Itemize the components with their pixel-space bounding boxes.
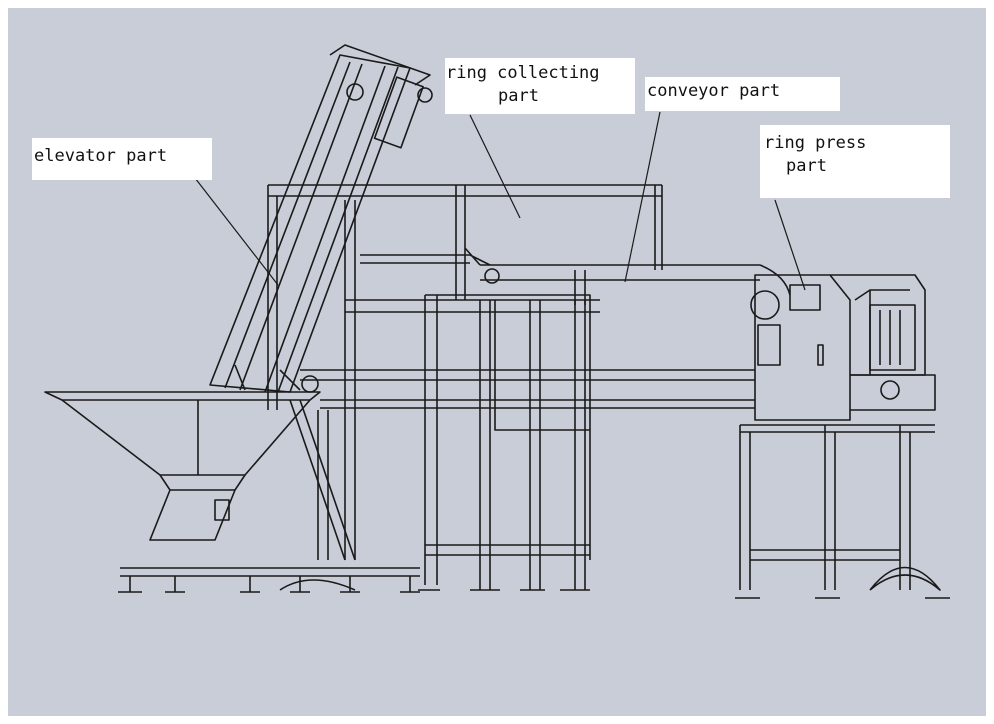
leader-ring-press [774,199,806,291]
leader-lines [194,111,806,291]
label-ring-press-line2: part [786,156,827,176]
conveyor [300,247,791,409]
label-ring-collecting-line2: part [498,86,539,106]
label-conveyor-part: conveyor part [647,81,781,101]
label-box-ring-press [760,125,950,198]
label-box-conveyor [645,77,840,111]
machine-drawing [44,44,950,599]
ring-press [735,274,950,599]
label-ring-collecting-line1: ring collecting [446,63,600,83]
leader-ring-collecting [469,114,521,219]
ring-collecting-cabinet [418,294,591,591]
label-box-elevator [32,138,212,180]
label-ring-press-line1: ring press [764,133,867,153]
label-box-ring-collecting [445,58,635,114]
leader-elevator [194,177,279,286]
leader-conveyor [624,111,661,283]
hopper [44,391,321,541]
base-rail [118,399,420,593]
label-elevator-part: elevator part [34,146,168,166]
elevator-assembly [209,44,433,393]
diagram-background [8,8,986,716]
